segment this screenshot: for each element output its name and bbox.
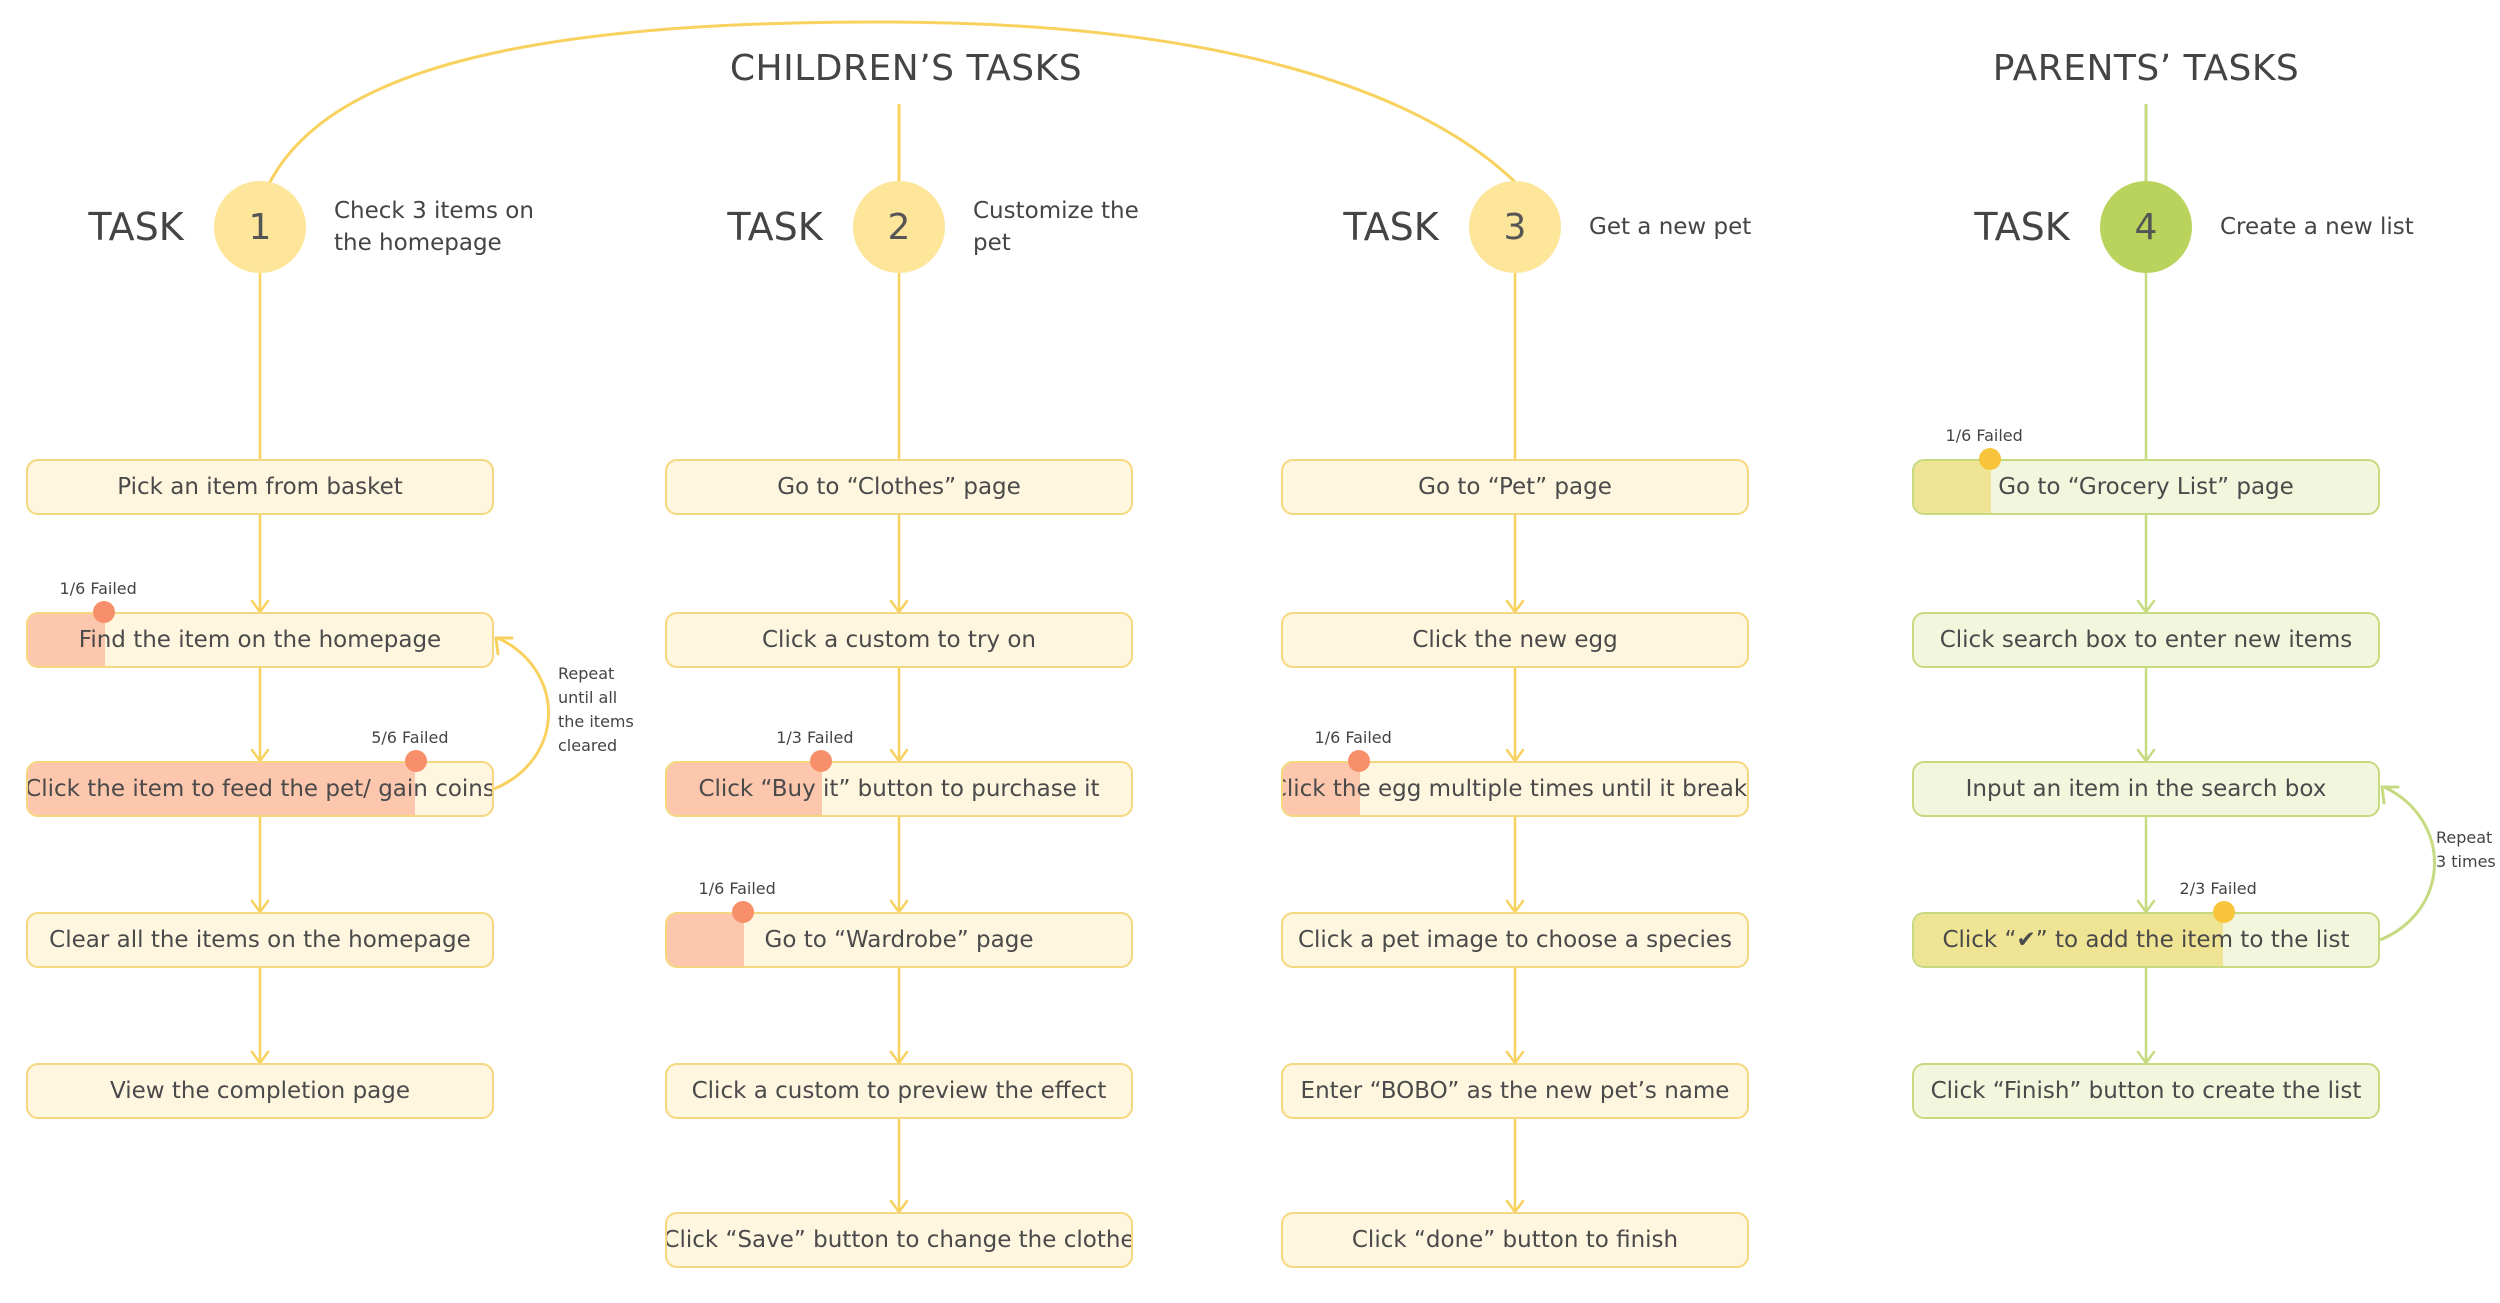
task-1-word: TASK xyxy=(88,205,184,249)
task-4-step-1-failed-fill xyxy=(1914,461,1992,513)
task-1-step-3-label: Click the item to feed the pet/ gain coi… xyxy=(26,776,494,802)
task-3-step-5: Enter “BOBO” as the new pet’s name xyxy=(1281,1063,1749,1119)
task-4-step-2: Click search box to enter new items xyxy=(1912,612,2380,668)
task-3-description: Get a new pet xyxy=(1589,214,1752,240)
task-4-step-5: Click “Finish” button to create the list xyxy=(1912,1063,2380,1119)
task-4-step-1-failed-dot xyxy=(1979,448,2002,470)
task-1-step-2-failed-dot xyxy=(93,601,116,623)
task-2-step-1-label: Go to “Clothes” page xyxy=(777,474,1021,500)
task-1-step-4: Clear all the items on the homepage xyxy=(26,912,494,968)
task-1-step-3-failed-rate: 5/6 Failed xyxy=(371,728,449,747)
task-4-step-1-failed-rate: 1/6 Failed xyxy=(1945,426,2023,445)
task-3-number-badge: 3 xyxy=(1469,181,1561,273)
task-3-step-2: Click the new egg xyxy=(1281,612,1749,668)
task-3-step-2-label: Click the new egg xyxy=(1412,627,1618,653)
task-2-step-2: Click a custom to try on xyxy=(665,612,1133,668)
task-4-repeat-note: Repeat 3 times xyxy=(2436,828,2496,871)
task-1-step-3-failed-dot xyxy=(404,750,427,772)
task-4-repeat-arrowhead xyxy=(2380,785,2400,805)
task-2-step-5: Click a custom to preview the effect xyxy=(665,1063,1133,1119)
task-1-number-badge: 1 xyxy=(214,181,306,273)
task-1-step-2-failed-fill xyxy=(28,614,106,666)
task-4-step-4-label: Click “✔” to add the item to the list xyxy=(1942,927,2350,953)
task-2-description: Customize the pet xyxy=(973,198,1139,256)
task-3-step-4-label: Click a pet image to choose a species xyxy=(1297,927,1733,953)
task-1-repeat-arrowhead xyxy=(494,636,514,656)
children-tasks-title: CHILDREN’S TASKS xyxy=(729,48,1083,89)
task-2-step-3-failed-fill xyxy=(667,763,822,815)
task-3-step-3-failed-fill xyxy=(1283,763,1361,815)
task-3-step-5-label: Enter “BOBO” as the new pet’s name xyxy=(1300,1078,1730,1104)
task-4-step-4-failed-fill xyxy=(1914,914,2224,966)
parents-tasks-title: PARENTS’ TASKS xyxy=(1992,48,2300,89)
task-4-step-4-failed-dot xyxy=(2213,901,2236,923)
task-4-step-1-label: Go to “Grocery List” page xyxy=(1998,474,2294,500)
task-4-step-4: Click “✔” to add the item to the list xyxy=(1912,912,2380,968)
task-1-step-3-failed-fill xyxy=(28,763,415,815)
task-4-word: TASK xyxy=(1974,205,2070,249)
task-2-step-6-label: Click “Save” button to change the clothe xyxy=(665,1227,1133,1253)
task-1-step-2-label: Find the item on the homepage xyxy=(78,627,442,653)
task-3-step-3-failed-dot xyxy=(1348,750,1371,772)
children-group-arc xyxy=(266,20,1518,187)
task-2-step-4-failed-rate: 1/6 Failed xyxy=(698,879,776,898)
task-2-step-2-label: Click a custom to try on xyxy=(762,627,1036,653)
task-1-repeat-note: Repeat until all the items cleared xyxy=(558,664,634,755)
task-4-step-4-failed-rate: 2/3 Failed xyxy=(2179,879,2257,898)
task-2-number-badge: 2 xyxy=(853,181,945,273)
task-2-step-4-failed-fill xyxy=(667,914,745,966)
task-2-word: TASK xyxy=(727,205,823,249)
task-1-step-1-label: Pick an item from basket xyxy=(117,474,403,500)
task-3-word: TASK xyxy=(1343,205,1439,249)
task-4-step-2-label: Click search box to enter new items xyxy=(1939,627,2353,653)
task-2-step-4-failed-dot xyxy=(732,901,755,923)
task-3-step-1-label: Go to “Pet” page xyxy=(1418,474,1612,500)
task-2-step-3: Click “Buy it” button to purchase it xyxy=(665,761,1133,817)
task-2-step-1: Go to “Clothes” page xyxy=(665,459,1133,515)
task-4-number-badge: 4 xyxy=(2100,181,2192,273)
task-4-step-3-label: Input an item in the search box xyxy=(1965,776,2327,802)
task-1-step-5: View the completion page xyxy=(26,1063,494,1119)
task-3-step-3-label: Click the egg multiple times until it br… xyxy=(1281,776,1749,802)
task-2-step-5-label: Click a custom to preview the effect xyxy=(691,1078,1107,1104)
task-1-step-4-label: Clear all the items on the homepage xyxy=(49,927,471,953)
task-4-step-3: Input an item in the search box xyxy=(1912,761,2380,817)
task-2-step-4: Go to “Wardrobe” page xyxy=(665,912,1133,968)
task-2-step-3-failed-dot xyxy=(809,750,832,772)
task-3-step-3-failed-rate: 1/6 Failed xyxy=(1314,728,1392,747)
task-4-repeat-loop xyxy=(2379,785,2436,942)
task-3-step-1: Go to “Pet” page xyxy=(1281,459,1749,515)
task-4-description: Create a new list xyxy=(2220,214,2414,240)
task-1-step-3: Click the item to feed the pet/ gain coi… xyxy=(26,761,494,817)
task-1-step-1: Pick an item from basket xyxy=(26,459,494,515)
task-3-step-4: Click a pet image to choose a species xyxy=(1281,912,1749,968)
task-3-step-6-label: Click “done” button to finish xyxy=(1351,1227,1679,1253)
task-3-step-6: Click “done” button to finish xyxy=(1281,1212,1749,1268)
task-1-step-2: Find the item on the homepage xyxy=(26,612,494,668)
task-2-step-3-failed-rate: 1/3 Failed xyxy=(776,728,854,747)
task-1-step-2-failed-rate: 1/6 Failed xyxy=(59,579,137,598)
task-1-step-5-label: View the completion page xyxy=(109,1078,411,1104)
task-2-step-4-label: Go to “Wardrobe” page xyxy=(764,927,1034,953)
task-1-description: Check 3 items on the homepage xyxy=(334,198,534,256)
task-4-step-5-label: Click “Finish” button to create the list xyxy=(1930,1078,2362,1104)
task-2-step-6: Click “Save” button to change the clothe xyxy=(665,1212,1133,1268)
task-1-repeat-loop xyxy=(493,636,550,791)
task-2-step-3-label: Click “Buy it” button to purchase it xyxy=(698,776,1100,802)
